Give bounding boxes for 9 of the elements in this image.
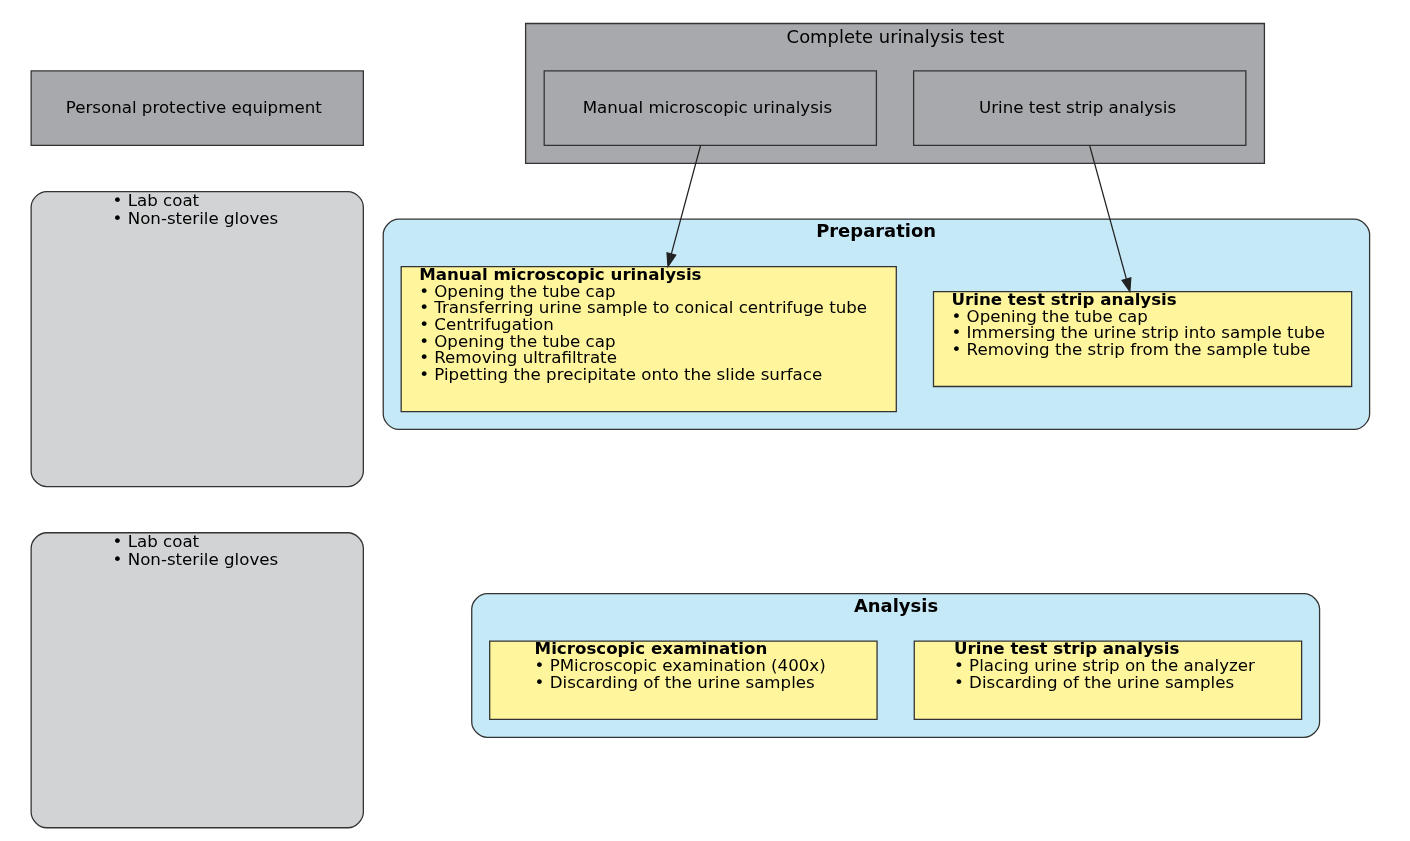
node-box: Urine test strip analysis • Placing urine strip on the analyzer • Discarding of the urine samples [913,640,1302,720]
node-box: Microscopic examination • PMicroscopic examination (400x) • Discarding of the urine samples [488,640,878,720]
node-box: Urine test strip analysis [912,70,1246,146]
node-box: Manual microscopic urinalysis [543,70,877,146]
node-box: Manual microscopic urinalysis • Opening the tube cap • Transferring urine sample to conical centrifuge tube • Centrifugation • Opening the tube cap • Removing ultrafiltrate • Pipetting the precipitate onto the slide surface [400,265,897,413]
node-box: • Lab coat • Non-sterile gloves [30,532,364,829]
node-box: Urine test strip analysis • Opening the tube cap • Immersing the urine strip into sample tube • Removing the strip from the sample tube [932,290,1352,388]
node-box: • Lab coat • Non-sterile gloves [30,190,364,488]
node-box: Personal protective equipment [30,70,364,146]
